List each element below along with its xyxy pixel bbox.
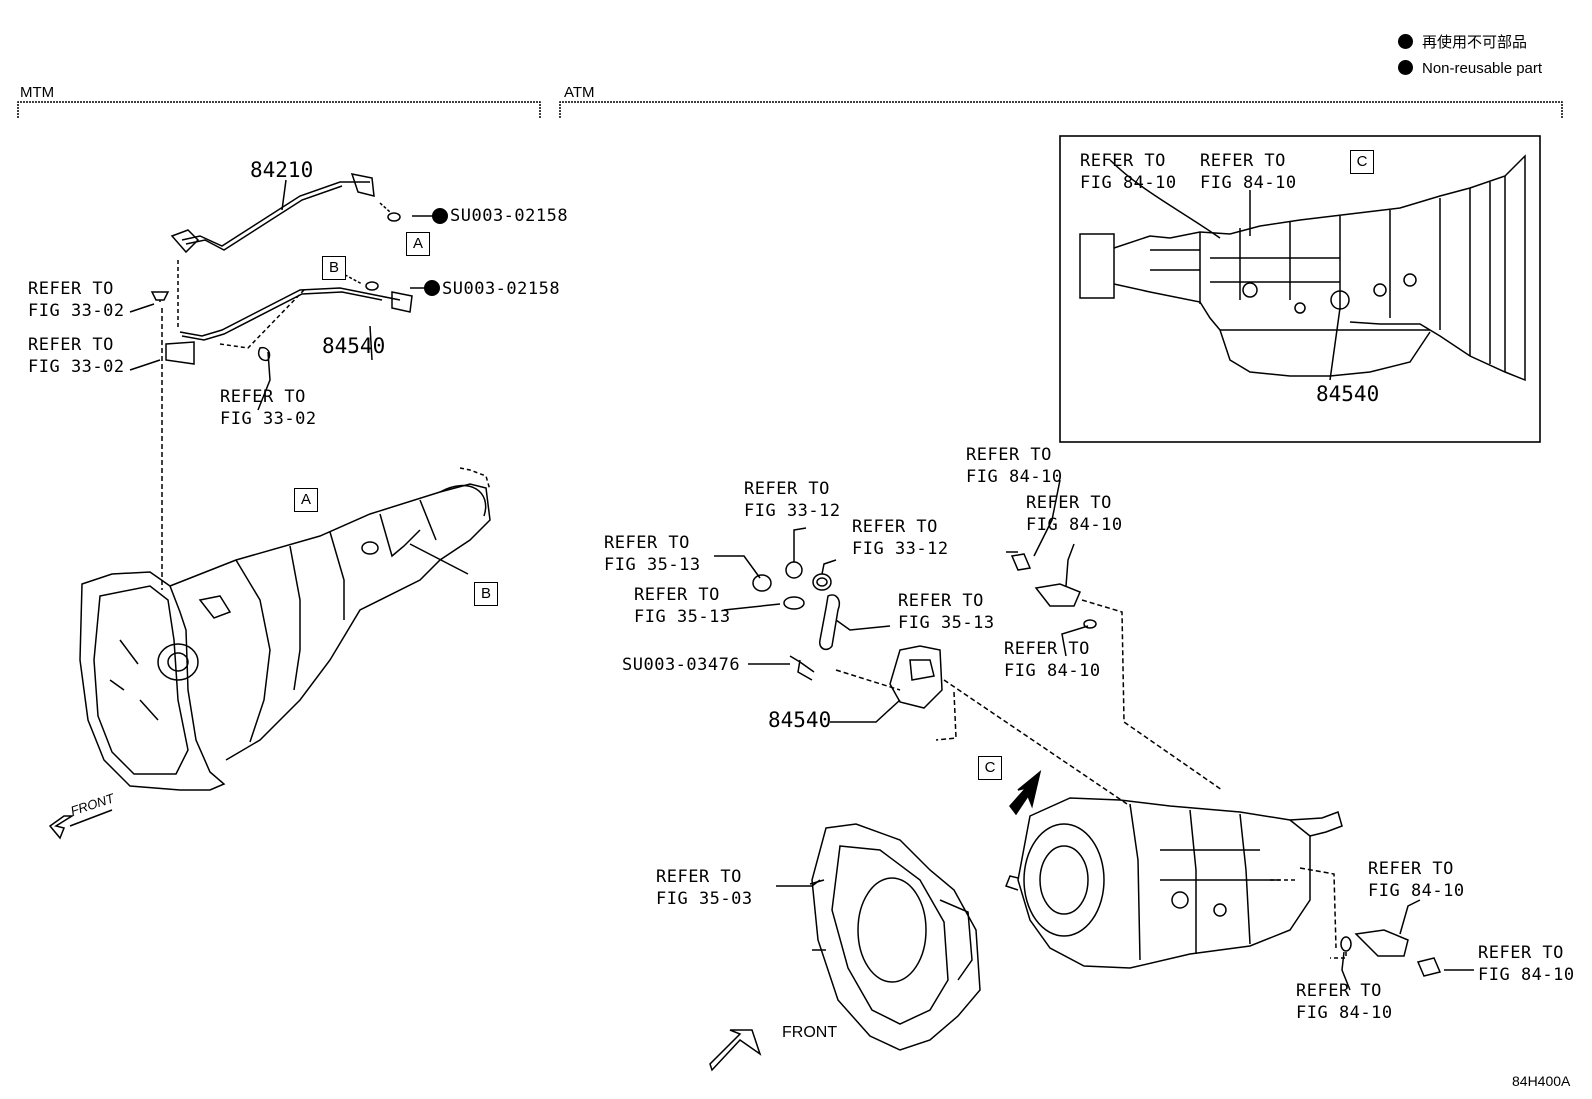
part-code[interactable]: SU003-02158: [442, 279, 561, 299]
reference-label[interactable]: REFER TO FIG 84-10: [1296, 981, 1393, 1023]
reference-label[interactable]: REFER TO FIG 35-13: [898, 591, 995, 633]
reference-label[interactable]: REFER TO FIG 33-12: [744, 479, 841, 521]
reference-label[interactable]: REFER TO FIG 84-10: [1080, 151, 1177, 193]
figure-id: 84H400A: [1512, 1073, 1571, 1089]
front-label: FRONT: [782, 1024, 838, 1041]
callout-b: B: [474, 582, 498, 606]
part-number-84540[interactable]: 84540: [768, 708, 832, 732]
reference-label[interactable]: REFER TO FIG 84-10: [1368, 859, 1465, 901]
part-code[interactable]: SU003-03476: [622, 655, 741, 675]
legend-item-jp: 再使用不可部品: [1398, 34, 1527, 52]
section-title-mtm: MTM: [20, 84, 55, 101]
reference-label[interactable]: REFER TO FIG 84-10: [966, 445, 1063, 487]
reference-label[interactable]: REFER TO FIG 84-10: [1004, 639, 1101, 681]
reference-label[interactable]: REFER TO FIG 84-10: [1478, 943, 1575, 985]
reference-label[interactable]: REFER TO FIG 33-02: [28, 335, 125, 377]
part-number-84210[interactable]: 84210: [250, 158, 314, 182]
callout-c: C: [978, 756, 1002, 780]
reference-label[interactable]: REFER TO FIG 84-10: [1026, 493, 1123, 535]
reference-label[interactable]: REFER TO FIG 33-02: [220, 387, 317, 429]
callout-a: A: [406, 232, 430, 256]
part-number-84540[interactable]: 84540: [322, 334, 386, 358]
callout-b: B: [322, 256, 346, 280]
reference-label[interactable]: REFER TO FIG 35-03: [656, 867, 753, 909]
legend-label: Non-reusable part: [1422, 60, 1543, 77]
reference-label[interactable]: REFER TO FIG 33-12: [852, 517, 949, 559]
legend-item-en: Non-reusable part: [1398, 60, 1542, 78]
callout-a: A: [294, 488, 318, 512]
callout-c: C: [1350, 150, 1374, 174]
part-number-84540[interactable]: 84540: [1316, 382, 1380, 406]
reference-label[interactable]: REFER TO FIG 33-02: [28, 279, 125, 321]
reference-label[interactable]: REFER TO FIG 84-10: [1200, 151, 1297, 193]
legend-label: 再使用不可部品: [1422, 34, 1528, 51]
reference-label[interactable]: REFER TO FIG 35-13: [634, 585, 731, 627]
part-code[interactable]: SU003-02158: [450, 206, 569, 226]
non-reusable-dot-icon: [1398, 34, 1413, 49]
reference-label[interactable]: REFER TO FIG 35-13: [604, 533, 701, 575]
non-reusable-dot-icon: [1398, 60, 1413, 75]
section-title-atm: ATM: [564, 84, 595, 101]
